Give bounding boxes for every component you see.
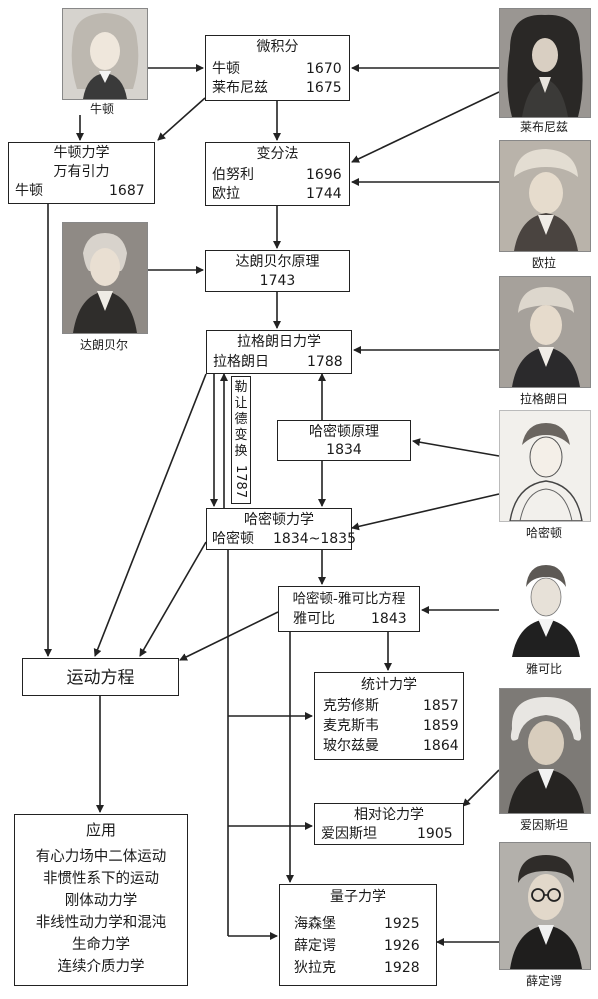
dalembert-year: 1743 [259,273,296,289]
quantum-year-3: 1928 [384,960,420,976]
schrodinger-caption: 薛定谔 [525,974,562,988]
variation-title: 变分法 [256,146,299,162]
hamilton-portrait [499,410,591,522]
legendre-text: 勒让德变换 [234,380,248,459]
lagrange-box: 拉格朗日力学 拉格朗日 1788 [206,330,352,374]
newton-portrait [62,8,148,100]
statistical-name-1: 克劳修斯 [323,698,379,714]
newton-mech-line2: 万有引力 [53,164,110,180]
quantum-title: 量子力学 [330,889,386,905]
calculus-box: 微积分 牛顿 1670 莱布尼兹 1675 [205,35,350,101]
newton-mech-line1: 牛顿力学 [53,145,110,161]
quantum-box: 量子力学 海森堡 1925 薛定谔 1926 狄拉克 1928 [279,884,437,986]
quantum-year-1: 1925 [384,916,420,932]
hamilton-jacobi-box: 哈密顿-雅可比方程 雅可比 1843 [278,586,420,632]
application-item: 生命力学 [72,937,130,953]
arrow-hportrait-principle [412,438,500,457]
lagrange-portrait [499,276,591,388]
hamilton-mechanics-box: 哈密顿力学 哈密顿 1834~1835 [206,508,356,550]
lagrange-year: 1788 [307,354,343,370]
einstein-caption: 爱因斯坦 [519,818,568,832]
calculus-name-1: 牛顿 [212,61,240,77]
application-item: 有心力场中二体运动 [35,849,167,865]
dalembert-caption: 达朗贝尔 [79,338,128,352]
hj-year: 1843 [371,611,407,627]
statistical-name-2: 麦克斯韦 [323,718,379,734]
lagrange-name: 拉格朗日 [213,354,269,370]
motion-box: 运动方程 [22,658,179,696]
statistical-title: 统计力学 [361,677,417,693]
statistical-box: 统计力学 克劳修斯 1857 麦克斯韦 1859 玻尔兹曼 1864 [314,672,464,760]
legendre-label: 勒让德变换 1787 [231,376,251,504]
hamilton-mech-title: 哈密顿力学 [244,512,314,528]
newton-caption: 牛顿 [89,102,114,116]
hamilton-mech-year: 1834~1835 [273,531,356,547]
leibniz-portrait [499,8,591,118]
variation-year-2: 1744 [306,186,342,202]
hj-name: 雅可比 [293,611,335,627]
calculus-title: 微积分 [256,39,299,55]
relativity-year: 1905 [417,826,453,842]
legendre-year: 1787 [233,465,248,499]
dalembert-box: 达朗贝尔原理 1743 [205,250,350,292]
relativity-box: 相对论力学 爱因斯坦 1905 [314,803,464,845]
arrow-hmech-motion [139,541,207,657]
relativity-name: 爱因斯坦 [321,826,377,842]
lagrange-caption: 拉格朗日 [519,392,568,406]
variation-year-1: 1696 [306,167,342,183]
hamilton-principle-box: 哈密顿原理 1834 [277,420,411,461]
calculus-year-1: 1670 [306,61,342,77]
statistical-name-3: 玻尔兹曼 [323,738,379,754]
hamilton-principle-title: 哈密顿原理 [309,424,379,440]
variation-box: 变分法 伯努利 1696 欧拉 1744 [205,142,350,206]
calculus-name-2: 莱布尼兹 [212,80,268,96]
hamilton-caption: 哈密顿 [525,526,562,540]
statistical-year-3: 1864 [423,738,459,754]
arrow-calculus-mech [157,97,206,141]
arrow-leibniz-variation [351,91,500,163]
quantum-name-3: 狄拉克 [294,960,336,976]
lagrange-title: 拉格朗日力学 [237,334,321,350]
quantum-name-1: 海森堡 [294,916,336,932]
application-item: 非线性动力学和混沌 [35,915,167,931]
arrow-einstein-relativity [462,769,500,807]
application-item: 非惯性系下的运动 [43,871,159,887]
newton-mech-name: 牛顿 [15,183,43,199]
schrodinger-portrait [499,842,591,970]
einstein-portrait [499,688,591,814]
jacobi-caption: 雅可比 [525,662,562,676]
variation-name-1: 伯努利 [212,167,254,183]
applications-title: 应用 [85,821,116,839]
hamilton-principle-year: 1834 [326,442,362,458]
quantum-year-2: 1926 [384,938,420,954]
hj-title: 哈密顿-雅可比方程 [292,591,406,607]
euler-portrait [499,140,591,252]
application-item: 连续介质力学 [57,959,145,975]
arrow-hj-motion [179,611,279,661]
leibniz-caption: 莱布尼兹 [519,120,568,134]
newton-mech-year: 1687 [109,183,145,199]
jacobi-portrait [499,556,591,658]
newton-mechanics-box: 牛顿力学 万有引力 牛顿 1687 [8,142,155,204]
arrow-hportrait-mech [351,493,500,531]
euler-caption: 欧拉 [531,256,556,270]
arrow-lagrange-motion [93,373,207,657]
statistical-year-1: 1857 [423,698,459,714]
calculus-year-2: 1675 [306,80,342,96]
motion-title: 运动方程 [66,668,135,688]
dalembert-portrait [62,222,148,334]
quantum-name-2: 薛定谔 [294,938,336,954]
dalembert-title: 达朗贝尔原理 [235,254,320,270]
variation-name-2: 欧拉 [212,186,240,202]
hamilton-mech-name: 哈密顿 [212,531,254,547]
application-item: 刚体动力学 [64,893,138,909]
relativity-title: 相对论力学 [354,807,424,823]
applications-box: 应用 有心力场中二体运动 非惯性系下的运动 刚体动力学 非线性动力学和混沌 生命… [14,814,188,986]
statistical-year-2: 1859 [423,718,459,734]
